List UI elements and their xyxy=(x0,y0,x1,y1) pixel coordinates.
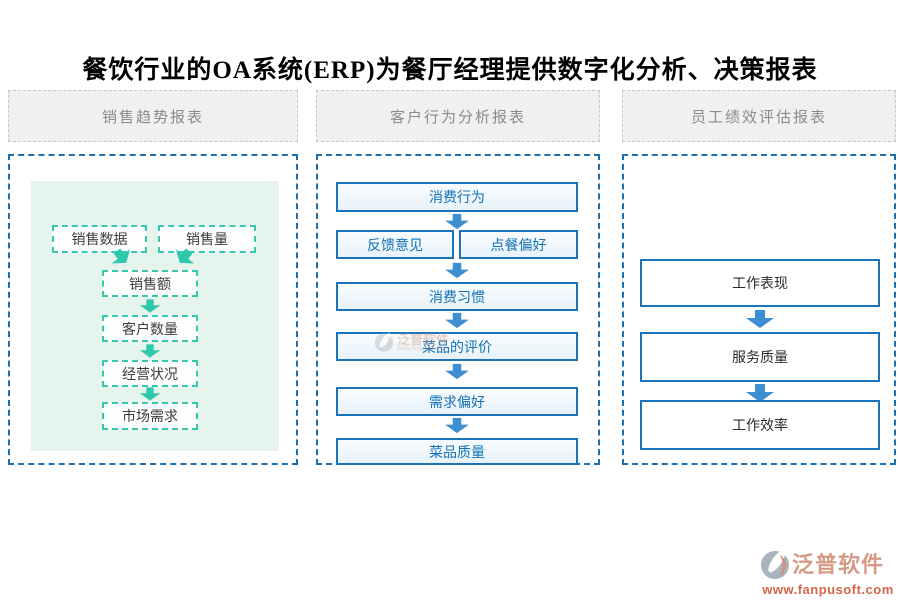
fanpu-footer-logo: 泛普软件 www.fanpusoft.com xyxy=(760,549,896,597)
node-consumption-behavior: 消费行为 xyxy=(336,182,578,212)
brand-url-text: www.fanpusoft.com xyxy=(762,582,894,597)
node-work-efficiency: 工作效率 xyxy=(640,400,880,450)
sales-flow-container: 销售数据 销售量 销售额 客户数量 经营状况 市场需求 xyxy=(8,154,298,465)
down-arrow-icon xyxy=(440,213,474,230)
node-feedback: 反馈意见 xyxy=(336,230,454,259)
node-sales-data: 销售数据 xyxy=(52,225,147,253)
node-business-status: 经营状况 xyxy=(102,360,198,387)
header-employee-performance-report: 员工绩效评估报表 xyxy=(622,90,896,142)
down-arrow-icon xyxy=(440,363,474,380)
node-demand-preference: 需求偏好 xyxy=(336,387,578,416)
down-arrow-icon xyxy=(139,298,161,314)
page-title: 餐饮行业的OA系统(ERP)为餐厅经理提供数字化分析、决策报表 xyxy=(82,57,818,84)
staff-flow-container: 工作表现 服务质量 工作效率 xyxy=(622,154,896,465)
node-dish-reviews: 菜品的评价 xyxy=(336,332,578,361)
node-service-quality: 服务质量 xyxy=(640,332,880,382)
down-arrow-icon xyxy=(139,343,161,359)
down-arrow-icon xyxy=(745,309,775,329)
fanpu-logo-icon xyxy=(760,550,790,580)
down-right-arrow-icon xyxy=(106,242,137,272)
node-sales-amount: 销售额 xyxy=(102,270,198,297)
down-arrow-icon xyxy=(745,383,775,403)
down-arrow-icon xyxy=(440,262,474,279)
node-sales-volume: 销售量 xyxy=(158,225,256,253)
header-customer-behavior-report: 客户行为分析报表 xyxy=(316,90,600,142)
customer-flow-container: 消费行为 反馈意见 点餐偏好 消费习惯 菜品的评价 泛普软件 www.fanpu… xyxy=(316,154,600,465)
header-sales-trend-report: 销售趋势报表 xyxy=(8,90,298,142)
brand-name-text: 泛普软件 xyxy=(792,551,885,577)
node-work-performance: 工作表现 xyxy=(640,259,880,307)
node-consumption-habits: 消费习惯 xyxy=(336,282,578,311)
node-dish-quality: 菜品质量 xyxy=(336,438,578,465)
down-arrow-icon xyxy=(440,417,474,434)
down-arrow-icon xyxy=(440,312,474,329)
node-customer-count: 客户数量 xyxy=(102,315,198,342)
down-left-arrow-icon xyxy=(169,242,200,272)
node-ordering-preference: 点餐偏好 xyxy=(459,230,578,259)
node-market-demand: 市场需求 xyxy=(102,402,198,430)
down-arrow-icon xyxy=(139,386,161,402)
